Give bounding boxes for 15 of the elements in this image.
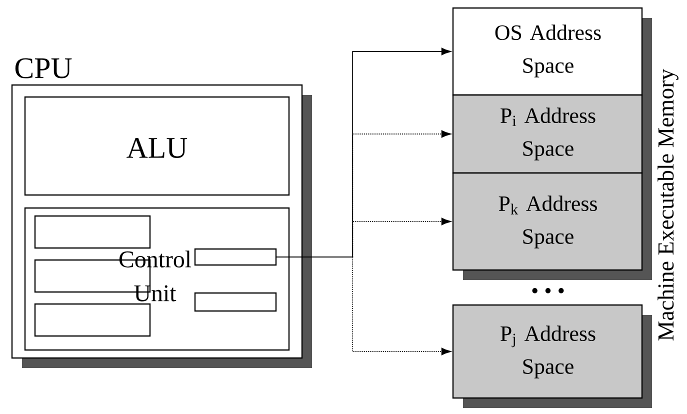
- ellipsis: • • •: [532, 288, 564, 294]
- alu-box: ALU: [24, 96, 290, 196]
- connector-arrow: [276, 256, 451, 356]
- memory-block: OS Address Space: [452, 7, 643, 96]
- memory-block: P$_{i}$ Address Space: [452, 94, 643, 174]
- register-box: [34, 303, 151, 337]
- unit-label: Control Unit: [119, 250, 192, 302]
- connector-arrow: [276, 48, 451, 258]
- register-box: [194, 292, 277, 312]
- memory-block: P$_{j}$ Address Space: [452, 304, 643, 399]
- register-box: [194, 248, 277, 266]
- memory-block: P$_{k}$ Address Space: [452, 172, 643, 271]
- node-label: CPU: [15, 58, 72, 78]
- memory-label: Machine Executable Memory: [658, 68, 678, 340]
- register-box: [34, 215, 151, 249]
